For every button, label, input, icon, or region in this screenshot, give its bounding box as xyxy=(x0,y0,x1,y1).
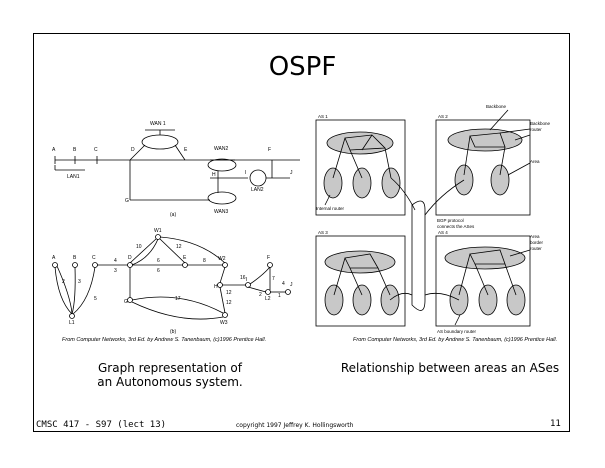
fig-b-node-a: A xyxy=(52,255,56,261)
credit-left: From Computer Networks, 3rd Ed. by Andre… xyxy=(62,337,267,343)
fig-b-node-j: J xyxy=(290,282,293,288)
fig-a-label: (a) xyxy=(170,212,176,218)
graph-figure-b xyxy=(52,234,291,320)
fig-b-node-f: F xyxy=(267,255,270,261)
fig-a-lan2: LAN2 xyxy=(251,187,264,193)
fig-b-node-i: I xyxy=(246,277,247,283)
fig-b-weight-17: 17 xyxy=(175,296,181,302)
fig-a-wan2: WAN2 xyxy=(214,146,228,152)
as2-label: AS 2 xyxy=(438,114,448,119)
left-caption-line-1: Graph representation of xyxy=(97,361,242,375)
as1-label: AS 1 xyxy=(318,114,328,119)
left-caption: Graph representation of an Autonomous sy… xyxy=(70,361,270,389)
area-label: Area xyxy=(530,159,540,164)
credit-right: From Computer Networks, 3rd Ed. by Andre… xyxy=(353,337,558,343)
fig-b-node-l2: L2 xyxy=(265,296,271,302)
fig-a-node-i: I xyxy=(245,170,246,176)
slide-title: OSPF xyxy=(268,52,337,82)
fig-b-weight-16: 16 xyxy=(240,275,246,281)
fig-a-node-c: C xyxy=(94,147,98,153)
fig-a-lan1: LAN1 xyxy=(67,174,80,180)
footer-course: CMSC 417 - S97 (lect 13) xyxy=(36,420,167,430)
fig-b-weight-12b: 12 xyxy=(226,290,232,296)
fig-a-node-d: D xyxy=(131,147,135,153)
fig-b-label: (b) xyxy=(170,329,176,335)
as4-label: AS 4 xyxy=(438,230,448,235)
fig-a-node-h: H xyxy=(212,172,216,178)
backbone-router-label-1: Backbone xyxy=(530,121,551,126)
fig-a-node-g: G xyxy=(125,198,129,204)
as-boundary-router-label: AS boundary router xyxy=(437,329,477,334)
fig-b-weight-10: 10 xyxy=(136,244,142,250)
fig-b-node-w1: W1 xyxy=(154,228,162,234)
area-border-label-1: Area xyxy=(530,234,540,239)
fig-b-weight-1: 1 xyxy=(278,293,281,299)
fig-b-node-l1: L1 xyxy=(69,320,75,326)
graph-figure-a xyxy=(54,129,300,205)
fig-b-weight-12a: 12 xyxy=(176,244,182,250)
fig-b-weight-4: 4 xyxy=(114,258,117,264)
internal-router-label: Internal router xyxy=(316,206,345,211)
fig-b-weight-8: 8 xyxy=(203,258,206,264)
fig-b-node-w3: W3 xyxy=(220,320,228,326)
slide-frame xyxy=(33,33,570,432)
area-border-label-3: router xyxy=(530,246,542,251)
fig-b-weight-3a: 3 xyxy=(114,268,117,274)
right-caption: Relationship between areas an ASes xyxy=(340,361,560,375)
footer-copyright: copyright 1997 Jeffrey K. Hollingsworth xyxy=(236,422,354,429)
fig-a-node-j: J xyxy=(290,170,293,176)
backbone-router-label-2: router xyxy=(530,127,542,132)
fig-b-weight-6b: 6 xyxy=(157,268,160,274)
fig-b-node-d: D xyxy=(128,255,132,261)
fig-b-weight-6a: 6 xyxy=(157,258,160,264)
fig-a-node-a: A xyxy=(52,147,56,153)
fig-b-weight-4b: 4 xyxy=(282,281,285,287)
backbone-label: Backbone xyxy=(486,104,507,109)
fig-a-node-b: B xyxy=(73,147,77,153)
as3-label: AS 3 xyxy=(318,230,328,235)
fig-b-weight-12c: 12 xyxy=(226,300,232,306)
left-caption-line-2: an Autonomous system. xyxy=(97,375,243,389)
fig-b-weight-3b: 3 xyxy=(78,279,81,285)
as-figure xyxy=(315,109,531,327)
fig-a-wan1: WAN 1 xyxy=(150,121,166,127)
fig-b-node-h: H xyxy=(214,284,218,290)
fig-a-wan3: WAN3 xyxy=(214,209,228,215)
bgp-label-1: BGP protocol xyxy=(437,218,464,223)
area-border-label-2: border xyxy=(530,240,544,245)
fig-b-node-e: E xyxy=(183,255,187,261)
fig-b-node-g: G xyxy=(124,299,128,305)
fig-b-weight-7: 7 xyxy=(272,276,275,282)
fig-a-node-e: E xyxy=(184,147,188,153)
fig-b-node-c: C xyxy=(92,255,96,261)
fig-b-node-w2: W2 xyxy=(218,256,226,262)
bgp-label-2: connects the ASes xyxy=(437,224,475,229)
fig-b-weight-2b: 2 xyxy=(259,292,262,298)
fig-b-node-b: B xyxy=(73,255,77,261)
page-number: 11 xyxy=(550,419,561,429)
fig-b-weight-2a: 2 xyxy=(62,279,65,285)
fig-b-weight-5: 5 xyxy=(94,296,97,302)
fig-a-node-f: F xyxy=(268,147,271,153)
